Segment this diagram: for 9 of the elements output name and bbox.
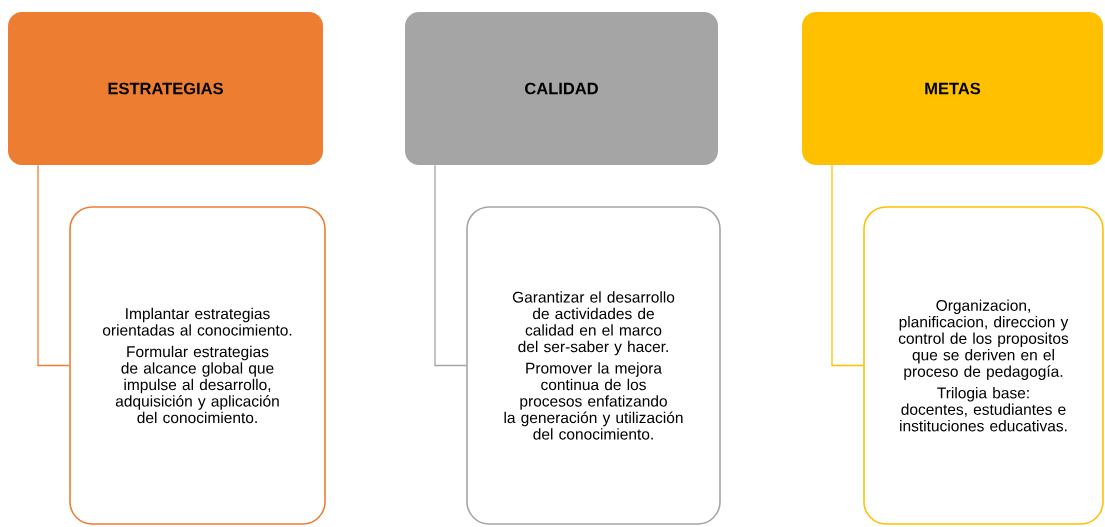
header-box: METAS	[802, 12, 1103, 165]
header-box: CALIDAD	[405, 12, 718, 165]
connector-line	[434, 164, 467, 367]
connector-line	[831, 164, 864, 367]
content-box: Garantizar el desarrollo de actividades de calidad en el marco del ser-saber y hacer. Promover la mejora continua de los procesos enfatizando la generación y utilización del conocimiento.	[466, 206, 721, 525]
connector-line	[37, 164, 70, 367]
content-box: Implantar estrategias orientadas al conocimiento. Formular estrategias de alcance global que impulse al desarrollo, adquisición y aplicación del conocimiento.	[69, 206, 326, 525]
content-box: Organizacion, planificacion, direccion y control de los propositos que se deriven en el proceso de pedagogía. Trilogia base: docentes, estudiantes e instituciones educativas.	[863, 206, 1104, 525]
header-box: ESTRATEGIAS	[8, 12, 323, 165]
